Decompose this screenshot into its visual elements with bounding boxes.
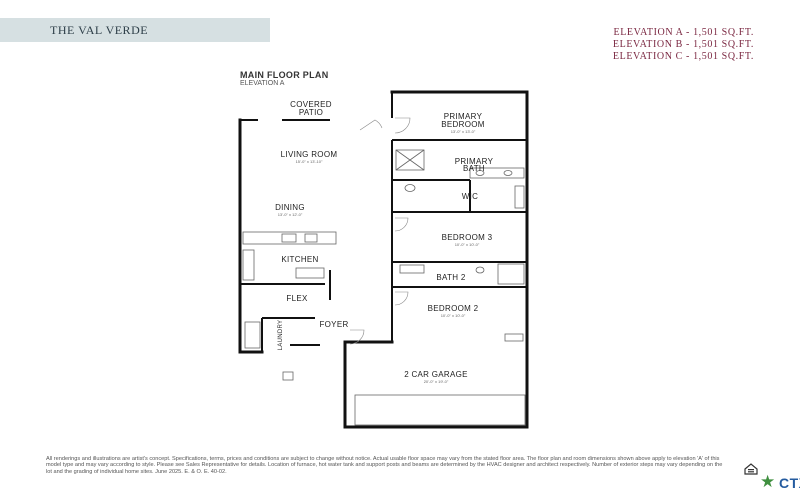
room-bedroom-2-label: BEDROOM 2 bbox=[428, 304, 479, 313]
room-dining-label: DINING bbox=[275, 203, 305, 212]
room-bath-2-label: BATH 2 bbox=[436, 273, 465, 282]
elevation-a-label: ELEVATION A - 1,501 SQ.FT. bbox=[613, 27, 754, 38]
room-bedroom-3-dims: 10'-0" x 10'-0" bbox=[455, 242, 480, 247]
room-living-room-label: LIVING ROOM bbox=[281, 150, 338, 159]
room-dining-dims: 13'-0" x 12'-0" bbox=[278, 212, 303, 217]
room-primary-bath-label-2: BATH bbox=[463, 164, 485, 173]
room-labels: COVERED PATIO PRIMARY BEDROOM 13'-0" x 1… bbox=[275, 100, 493, 384]
room-garage-label: 2 CAR GARAGE bbox=[404, 370, 468, 379]
floor-plan-title: MAIN FLOOR PLAN bbox=[240, 70, 329, 80]
room-foyer-label: FOYER bbox=[319, 320, 348, 329]
disclaimer-text: All renderings and illustrations are art… bbox=[46, 456, 723, 475]
fixtures bbox=[242, 149, 526, 426]
interior-walls bbox=[240, 92, 527, 352]
floor-plan-subtitle: ELEVATION A bbox=[240, 80, 285, 87]
room-kitchen-label: KITCHEN bbox=[281, 255, 318, 264]
texas-star-icon: ★ bbox=[760, 472, 776, 491]
room-living-room-dims: 15'-0" x 13'-10" bbox=[296, 159, 323, 164]
room-covered-patio-label-2: PATIO bbox=[299, 108, 323, 117]
room-covered-patio-label-1: COVERED bbox=[290, 100, 332, 109]
exterior-walls bbox=[238, 90, 529, 429]
equal-housing-icon bbox=[744, 463, 758, 475]
room-primary-bath-label-1: PRIMARY bbox=[455, 157, 494, 166]
room-primary-bedroom-dims: 13'-0" x 13'-0" bbox=[451, 129, 476, 134]
room-primary-bedroom-label-1: PRIMARY bbox=[444, 112, 483, 121]
mls-logo-text: CTXMLS bbox=[779, 475, 800, 491]
room-laundry-label: LAUNDRY bbox=[278, 320, 284, 351]
title-bar: THE VAL VERDE bbox=[0, 18, 270, 42]
room-garage-dims: 20'-0" x 19'-0" bbox=[424, 379, 449, 384]
elevation-b-label: ELEVATION B - 1,501 SQ.FT. bbox=[612, 39, 754, 50]
room-bedroom-2-dims: 10'-0" x 10'-0" bbox=[441, 313, 466, 318]
elevation-c-label: ELEVATION C - 1,501 SQ.FT. bbox=[612, 51, 754, 62]
room-flex-label: FLEX bbox=[286, 294, 308, 303]
room-wic-label: WIC bbox=[462, 192, 478, 201]
room-bedroom-3-label: BEDROOM 3 bbox=[442, 233, 493, 242]
door-swings bbox=[349, 117, 411, 345]
room-primary-bedroom-label-2: BEDROOM bbox=[441, 120, 484, 129]
plan-name: THE VAL VERDE bbox=[50, 23, 149, 37]
